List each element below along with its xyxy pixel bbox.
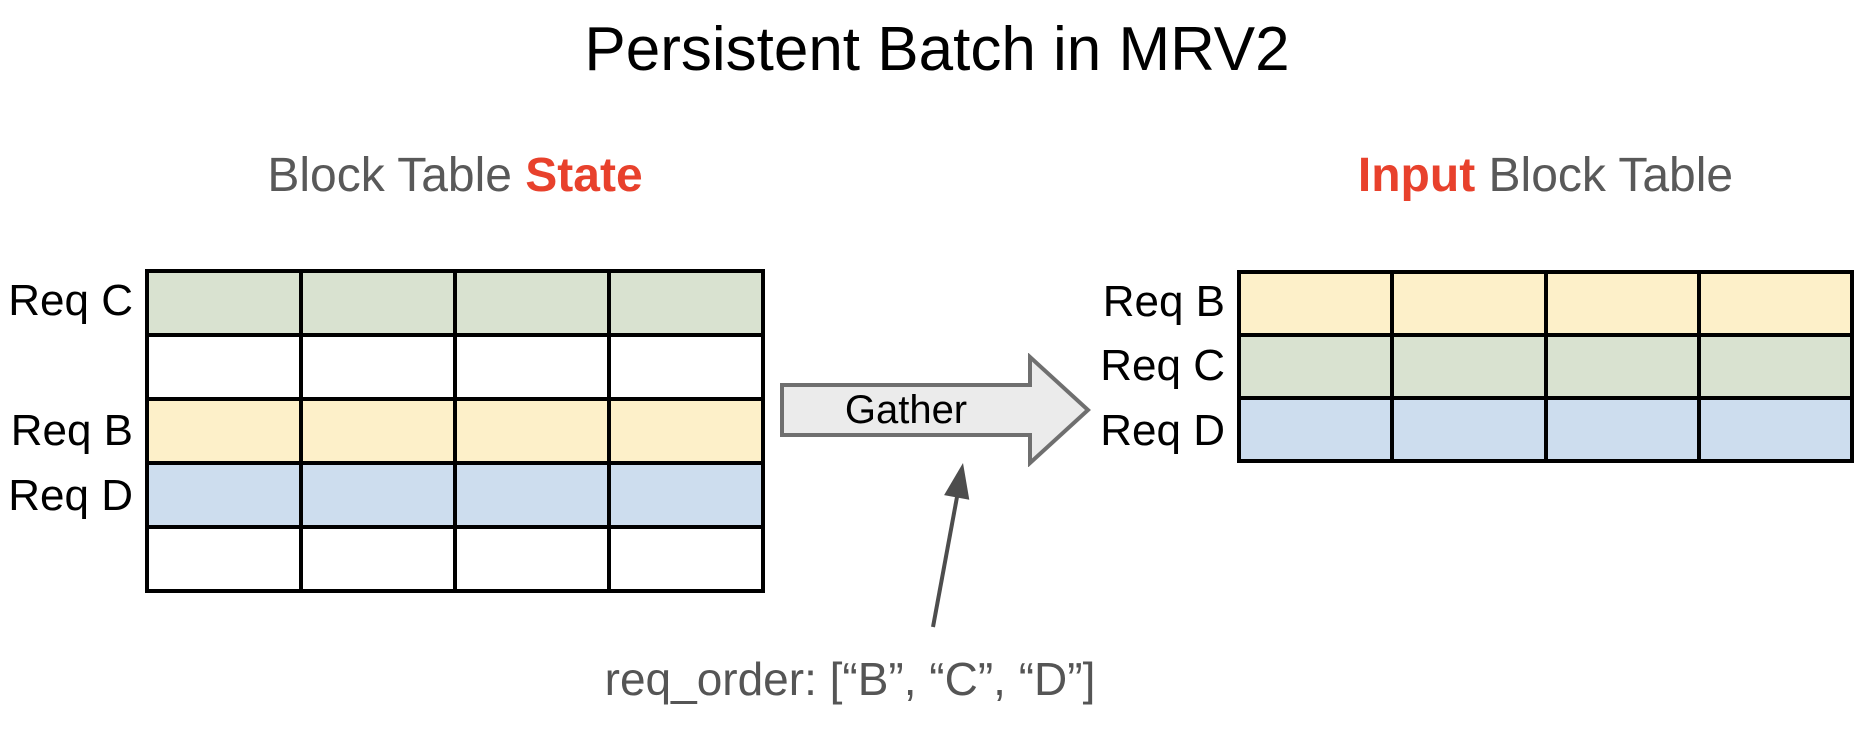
state-table-row-labels: Req C Req B Req D bbox=[0, 269, 133, 593]
table-cell bbox=[455, 399, 609, 463]
table-row bbox=[147, 463, 763, 527]
table-cell bbox=[455, 335, 609, 399]
slide-title: Persistent Batch in MRV2 bbox=[584, 15, 1290, 84]
table-cell bbox=[1545, 398, 1699, 461]
table-row bbox=[147, 335, 763, 399]
input-table-heading: Input Block Table bbox=[1237, 148, 1854, 203]
table-row bbox=[147, 271, 763, 335]
input-block-table bbox=[1237, 270, 1854, 463]
table-cell bbox=[455, 463, 609, 527]
table-cell bbox=[455, 271, 609, 335]
table-cell bbox=[609, 527, 763, 591]
gather-arrow-label: Gather bbox=[844, 388, 968, 432]
table-row bbox=[1239, 398, 1852, 461]
annotation-pointer-arrow-icon bbox=[931, 463, 970, 628]
gather-arrow-icon bbox=[780, 353, 1091, 467]
state-block-table bbox=[145, 269, 765, 593]
table-cell bbox=[1698, 398, 1852, 461]
state-table-heading-highlight: State bbox=[525, 149, 643, 202]
table-cell bbox=[1545, 272, 1699, 335]
table-cell bbox=[147, 527, 301, 591]
table-cell bbox=[1239, 272, 1393, 335]
table-cell bbox=[609, 335, 763, 399]
table-cell bbox=[1392, 335, 1546, 398]
row-label: Req D bbox=[8, 470, 133, 520]
table-cell bbox=[1239, 335, 1393, 398]
input-table-heading-highlight: Input bbox=[1357, 149, 1476, 202]
table-cell bbox=[1392, 272, 1546, 335]
table-cell bbox=[1392, 398, 1546, 461]
state-table-heading-prefix: Block Table bbox=[267, 149, 526, 202]
table-cell bbox=[301, 271, 455, 335]
table-cell bbox=[1698, 272, 1852, 335]
table-cell bbox=[147, 271, 301, 335]
table-cell bbox=[301, 463, 455, 527]
table-cell bbox=[301, 527, 455, 591]
table-cell bbox=[609, 463, 763, 527]
row-label: Req B bbox=[10, 405, 133, 455]
table-cell bbox=[1698, 335, 1852, 398]
table-cell bbox=[609, 271, 763, 335]
table-cell bbox=[301, 399, 455, 463]
req-order-annotation: req_order: [“B”, “C”, “D”] bbox=[604, 653, 1096, 705]
table-cell bbox=[301, 335, 455, 399]
table-cell bbox=[455, 527, 609, 591]
row-label: Req B bbox=[1102, 277, 1225, 327]
table-cell bbox=[147, 399, 301, 463]
row-label: Req C bbox=[8, 276, 133, 326]
table-cell bbox=[1545, 335, 1699, 398]
state-table-heading: Block Table State bbox=[145, 148, 765, 203]
table-cell bbox=[1239, 398, 1393, 461]
table-row bbox=[1239, 272, 1852, 335]
row-label-empty bbox=[0, 334, 133, 399]
table-row bbox=[147, 527, 763, 591]
row-label-empty bbox=[0, 528, 133, 593]
row-label: Req C bbox=[1100, 341, 1225, 391]
table-cell bbox=[147, 335, 301, 399]
table-row bbox=[1239, 335, 1852, 398]
table-row bbox=[147, 399, 763, 463]
table-cell bbox=[147, 463, 301, 527]
input-table-row-labels: Req B Req C Req D bbox=[1070, 270, 1225, 463]
input-table-heading-suffix: Block Table bbox=[1475, 149, 1734, 202]
table-cell bbox=[609, 399, 763, 463]
row-label: Req D bbox=[1100, 405, 1225, 455]
